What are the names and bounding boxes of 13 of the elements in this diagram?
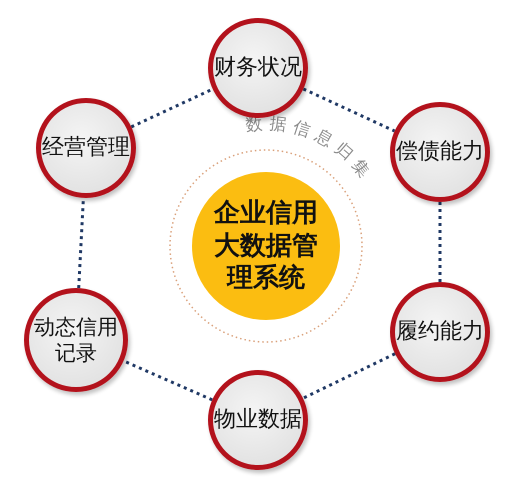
dotted-connector (438, 202, 442, 282)
dotted-connector (302, 88, 396, 132)
node-text: 动态信用记录 (33, 314, 119, 366)
node-text: 企业信用大数据管理系统 (212, 197, 319, 295)
dotted-connector (123, 360, 213, 402)
node-text: 财务状况 (214, 54, 302, 82)
curved-label: 数据信息归集 (244, 114, 378, 186)
dotted-connector (302, 352, 396, 400)
dotted-connector (130, 88, 214, 128)
node-text: 物业数据 (214, 406, 302, 434)
node-text: 履约能力 (396, 318, 484, 346)
node-text: 偿债能力 (396, 138, 484, 166)
node-text: 经营管理 (42, 134, 130, 162)
